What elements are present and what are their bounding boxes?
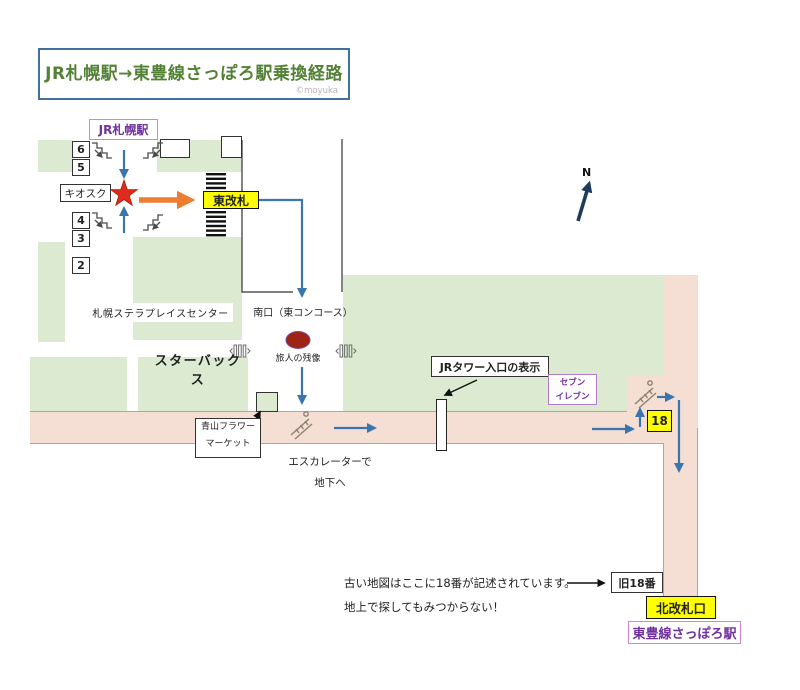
corridor-border-top <box>30 411 627 412</box>
corridor-corner <box>627 375 663 412</box>
platform-box-5: 5 <box>72 159 90 176</box>
pillar-icon <box>335 344 357 358</box>
flower-market-square <box>256 392 278 412</box>
platform-box-2: 2 <box>72 257 90 274</box>
exit-18-label: 18 <box>647 410 672 432</box>
bottom-left-block <box>30 357 127 412</box>
platform-box-4: 4 <box>72 212 90 229</box>
stella-place-block <box>133 237 242 340</box>
platform-box-3: 3 <box>72 230 90 247</box>
pillar-icon <box>229 344 251 358</box>
stella-place-label: 札幌ステラプレイスセンター <box>88 303 233 322</box>
stairs-icon <box>92 142 112 159</box>
platform-box-6: 6 <box>72 141 90 158</box>
toho-station-label: 東豊線さっぽろ駅 <box>628 621 741 644</box>
corridor-border-bottom <box>30 443 663 444</box>
escalator-icon <box>634 380 657 409</box>
platform-area-top-left <box>38 140 73 172</box>
map-title: JR札幌駅→東豊線さっぽろ駅乗換経路 <box>45 64 343 84</box>
corridor-border-vright <box>697 428 698 597</box>
north-gate-label: 北改札口 <box>646 596 716 619</box>
compass-n-label: N <box>582 166 592 179</box>
east-gate-label: 東改札 <box>203 191 259 209</box>
old-map-note-line1: 古い地図はここに18番が記述されています。 <box>344 576 576 590</box>
credit: ©moyuka <box>295 86 338 96</box>
seven-eleven-label: セブン イレブン <box>548 374 597 405</box>
corridor-border-vleft <box>663 443 664 597</box>
starbucks-block <box>138 357 248 412</box>
escalator-icon <box>290 411 313 440</box>
stairs-icon <box>92 212 112 229</box>
platform-notch-1 <box>160 139 190 158</box>
flower-market-line2: マーケット <box>205 439 251 449</box>
flower-market-line1: 青山フラワー <box>200 422 255 432</box>
big-east-block-right <box>627 275 663 375</box>
flower-market-label: 青山フラワー マーケット <box>195 418 261 458</box>
old-map-note-line2: 地上で探してもみつからない！ <box>344 600 505 614</box>
statue-icon <box>285 331 311 349</box>
starbucks-label: スターバックス <box>154 354 242 388</box>
route-arrows <box>118 150 685 474</box>
jr-tower-sign-label: JRタワー入口の表示 <box>431 356 549 377</box>
south-exit-label: 南口（東コンコース） <box>253 307 353 319</box>
building-left-strip <box>38 242 65 342</box>
corridor-vertical <box>663 275 698 597</box>
escalator-note-line2: 地下へ <box>314 477 346 489</box>
jr-station-label: JR札幌駅 <box>89 119 158 140</box>
escalator-note: エスカレーターで 地下へ <box>270 452 390 494</box>
title-box: JR札幌駅→東豊線さっぽろ駅乗換経路 ©moyuka <box>38 48 350 100</box>
seven-eleven-line2: イレブン <box>555 392 590 402</box>
kiosk-label: キオスク <box>60 184 111 202</box>
compass-arrow <box>576 180 593 222</box>
statue-label: 旅人の残像 <box>275 353 321 364</box>
old-18-label: 旧18番 <box>611 572 663 593</box>
jr-tower-entrance-pillar <box>436 399 447 451</box>
start-star-icon <box>109 178 139 207</box>
east-gate-stripes <box>206 173 226 237</box>
stairs-icon <box>143 142 163 159</box>
escalator-note-line1: エスカレーターで <box>288 456 372 468</box>
seven-eleven-line1: セブン <box>559 378 586 388</box>
stairs-icon <box>143 214 163 231</box>
concourse-walls <box>241 139 343 293</box>
